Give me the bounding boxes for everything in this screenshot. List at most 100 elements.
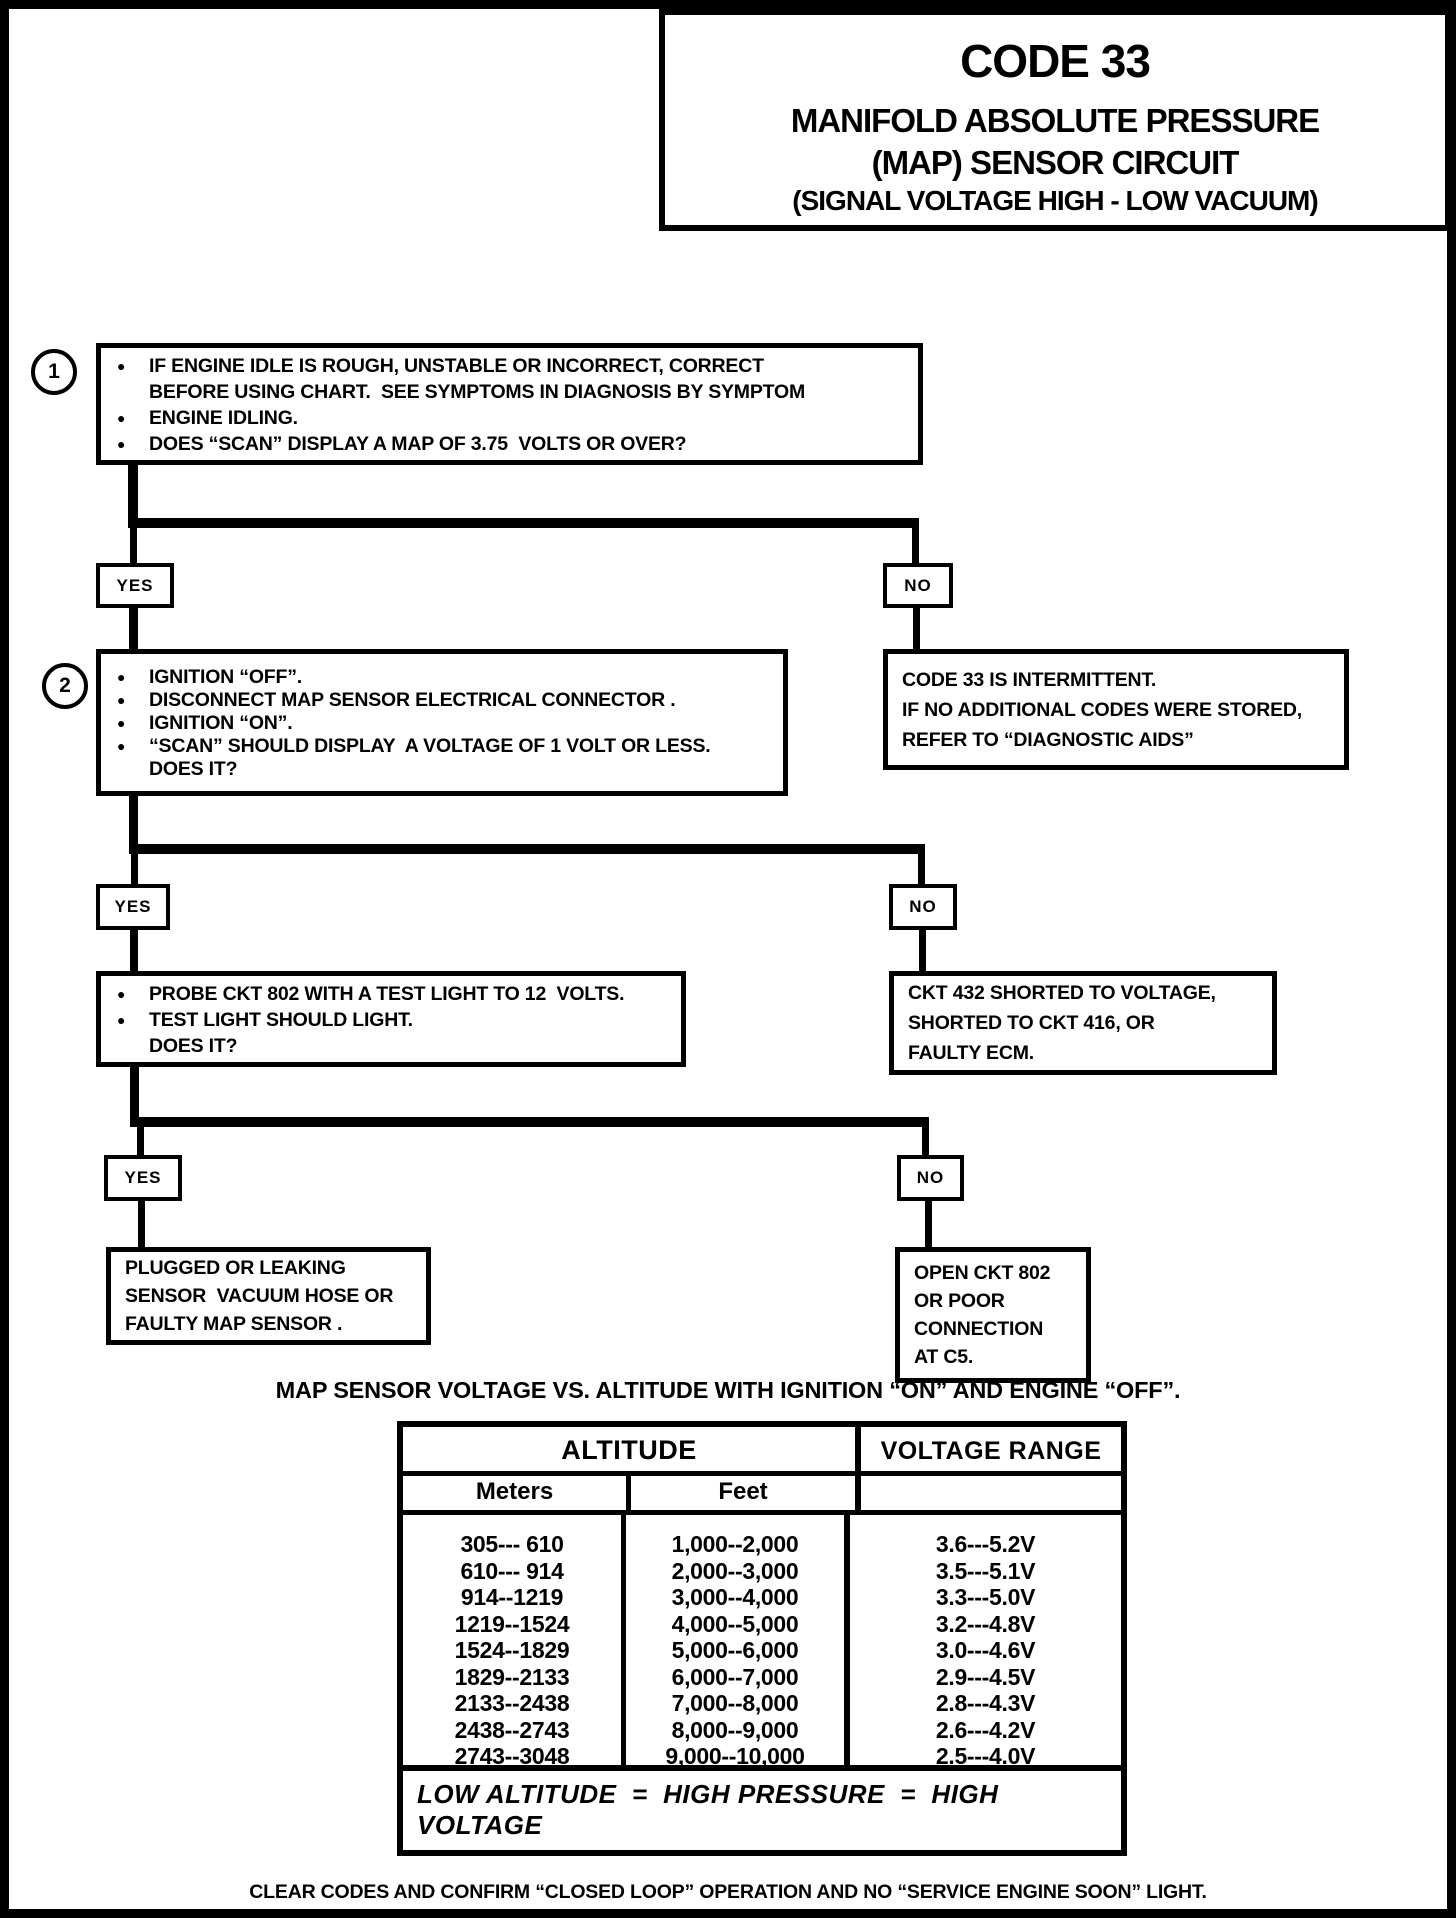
connector-line xyxy=(129,844,925,854)
step1-box: ● IF ENGINE IDLE IS ROUGH, UNSTABLE OR I… xyxy=(96,343,923,465)
altitude-header: ALTITUDE xyxy=(403,1427,861,1471)
decision3-no-label: NO xyxy=(916,1168,945,1187)
title-code: CODE 33 xyxy=(960,35,1151,87)
intermittent-box: CODE 33 IS INTERMITTENT. IF NO ADDITIONA… xyxy=(883,649,1349,770)
step3-bullet-text: TEST LIGHT SHOULD LIGHT. DOES IT? xyxy=(149,1009,413,1057)
table-cell: 305--- 610 xyxy=(460,1531,564,1557)
table-cell: 9,000--10,000 xyxy=(665,1743,805,1769)
connector-line xyxy=(128,465,138,521)
connector-line xyxy=(130,1117,929,1127)
decision1-no-label: NO xyxy=(904,575,932,595)
table-header-row-2: Meters Feet xyxy=(403,1476,1121,1515)
table-cell: 2.6---4.2V xyxy=(935,1716,1036,1743)
table-cell: 3.0---4.6V xyxy=(935,1637,1036,1663)
step1-bullet-text: ENGINE IDLING. xyxy=(149,407,298,429)
table-cell: 914--1219 xyxy=(460,1584,564,1610)
connector-line xyxy=(137,1127,144,1156)
ckt432-line: FAULTY ECM. xyxy=(908,1042,1034,1064)
title-line-1: MANIFOLD ABSOLUTE PRESSURE xyxy=(790,102,1320,139)
step2-bullet-row: ● IGNITION “ON”. xyxy=(113,712,773,735)
intermittent-line: CODE 33 IS INTERMITTENT. xyxy=(902,668,1157,691)
table-cell: 3.5---5.1V xyxy=(935,1557,1036,1584)
table-cell: 2133--2438 xyxy=(454,1690,570,1716)
connector-line xyxy=(128,518,919,528)
table-body: 305--- 610 610--- 914 914--1219 1219--15… xyxy=(403,1515,1121,1769)
bullet-icon: ● xyxy=(117,669,126,685)
table-cell: 7,000--8,000 xyxy=(671,1690,799,1716)
open-ckt-line: AT C5. xyxy=(914,1346,974,1368)
table-cell: 1219--1524 xyxy=(454,1610,570,1637)
step2-bullet-row: ● IGNITION “OFF”. xyxy=(113,666,773,689)
table-cell: 1,000--2,000 xyxy=(671,1531,799,1557)
table-cell: 2438--2743 xyxy=(454,1716,570,1743)
table-cell: 6,000--7,000 xyxy=(671,1663,799,1690)
connector-line xyxy=(130,929,138,972)
step3-bullet-row: ● TEST LIGHT SHOULD LIGHT. DOES IT? xyxy=(113,1007,671,1059)
decision1-no-box: NO xyxy=(883,563,953,608)
table-cell: 2.9---4.5V xyxy=(935,1663,1036,1690)
ckt432-line: SHORTED TO CKT 416, OR xyxy=(908,1012,1155,1034)
meters-header: Meters xyxy=(403,1476,631,1510)
step1-bullet-row: ● DOES “SCAN” DISPLAY A MAP OF 3.75 VOLT… xyxy=(113,431,908,457)
step1-bullet-row: ● ENGINE IDLING. xyxy=(113,405,908,431)
connector-line xyxy=(922,1127,929,1156)
step1-number-circle: 1 xyxy=(31,349,77,395)
connector-line xyxy=(913,607,920,651)
step1-bullet-text: DOES “SCAN” DISPLAY A MAP OF 3.75 VOLTS … xyxy=(149,433,687,455)
table-cell: 2.8---4.3V xyxy=(935,1690,1036,1716)
step3-bullet-row: ● PROBE CKT 802 WITH A TEST LIGHT TO 12 … xyxy=(113,981,671,1007)
open-ckt-box: OPEN CKT 802 OR POOR CONNECTION AT C5. xyxy=(895,1247,1091,1383)
bullet-icon: ● xyxy=(117,358,126,374)
table-col-voltage: 3.6---5.2V 3.5---5.1V 3.3---5.0V 3.2---4… xyxy=(850,1515,1121,1769)
step2-bullet-text: IGNITION “OFF”. xyxy=(149,666,302,688)
bullet-icon: ● xyxy=(117,436,126,452)
step2-bullet-row: ● “SCAN” SHOULD DISPLAY A VOLTAGE OF 1 V… xyxy=(113,735,773,781)
clear-codes-note: CLEAR CODES AND CONFIRM “CLOSED LOOP” OP… xyxy=(249,1881,1207,1903)
feet-header: Feet xyxy=(631,1476,861,1510)
step1-bullet-row: ● IF ENGINE IDLE IS ROUGH, UNSTABLE OR I… xyxy=(113,353,908,405)
ckt432-box: CKT 432 SHORTED TO VOLTAGE, SHORTED TO C… xyxy=(889,971,1277,1075)
table-cell: 3,000--4,000 xyxy=(671,1584,799,1610)
table-col-feet: 1,000--2,000 2,000--3,000 3,000--4,000 4… xyxy=(626,1515,850,1769)
step2-bullet-text: “SCAN” SHOULD DISPLAY A VOLTAGE OF 1 VOL… xyxy=(149,735,711,780)
open-ckt-line: CONNECTION xyxy=(914,1318,1044,1340)
table-cell: 2.5---4.0V xyxy=(935,1743,1036,1769)
title-line-2: (MAP) SENSOR CIRCUIT xyxy=(871,144,1240,181)
table-cell: 3.6---5.2V xyxy=(935,1531,1036,1557)
table-cell: 5,000--6,000 xyxy=(671,1637,799,1663)
intermittent-line: IF NO ADDITIONAL CODES WERE STORED, xyxy=(902,698,1302,721)
step2-bullet-row: ● DISCONNECT MAP SENSOR ELECTRICAL CONNE… xyxy=(113,689,773,712)
connector-line xyxy=(919,929,926,972)
step1-bullet-text: IF ENGINE IDLE IS ROUGH, UNSTABLE OR INC… xyxy=(149,355,806,403)
connector-line xyxy=(925,1200,932,1248)
step2-bullet-text: DISCONNECT MAP SENSOR ELECTRICAL CONNECT… xyxy=(149,689,676,711)
table-header-row-1: ALTITUDE VOLTAGE RANGE xyxy=(403,1427,1121,1476)
open-ckt-line: OPEN CKT 802 xyxy=(914,1262,1051,1284)
decision1-yes-box: YES xyxy=(96,563,174,608)
table-footer-note: LOW ALTITUDE = HIGH PRESSURE = HIGH VOLT… xyxy=(403,1765,1121,1850)
voltage-subheader-spacer xyxy=(861,1476,1121,1510)
connector-line xyxy=(918,854,925,885)
decision3-yes-box: YES xyxy=(104,1155,182,1201)
connector-line xyxy=(138,1200,145,1248)
table-cell: 3.3---5.0V xyxy=(935,1584,1036,1610)
step3-bullet-text: PROBE CKT 802 WITH A TEST LIGHT TO 12 VO… xyxy=(149,983,625,1005)
title-line-3: (SIGNAL VOLTAGE HIGH - LOW VACUUM) xyxy=(792,185,1318,216)
bullet-icon: ● xyxy=(117,986,126,1002)
decision3-yes-label: YES xyxy=(124,1168,162,1187)
decision1-yes-label: YES xyxy=(116,575,154,595)
bullet-icon: ● xyxy=(117,738,126,754)
table-cell: 4,000--5,000 xyxy=(671,1610,799,1637)
table-caption: MAP SENSOR VOLTAGE VS. ALTITUDE WITH IGN… xyxy=(275,1377,1181,1403)
plugged-line: FAULTY MAP SENSOR . xyxy=(125,1313,343,1335)
connector-line xyxy=(912,528,919,563)
title-box: CODE 33 MANIFOLD ABSOLUTE PRESSURE (MAP)… xyxy=(659,9,1447,231)
step2-number: 2 xyxy=(59,674,71,697)
decision2-yes-box: YES xyxy=(96,884,170,930)
step2-bullet-text: IGNITION “ON”. xyxy=(149,712,293,734)
plugged-line: SENSOR VACUUM HOSE OR xyxy=(125,1285,394,1307)
voltage-range-header: VOLTAGE RANGE xyxy=(880,1437,1102,1465)
bullet-icon: ● xyxy=(117,692,126,708)
table-cell: 8,000--9,000 xyxy=(671,1716,799,1743)
